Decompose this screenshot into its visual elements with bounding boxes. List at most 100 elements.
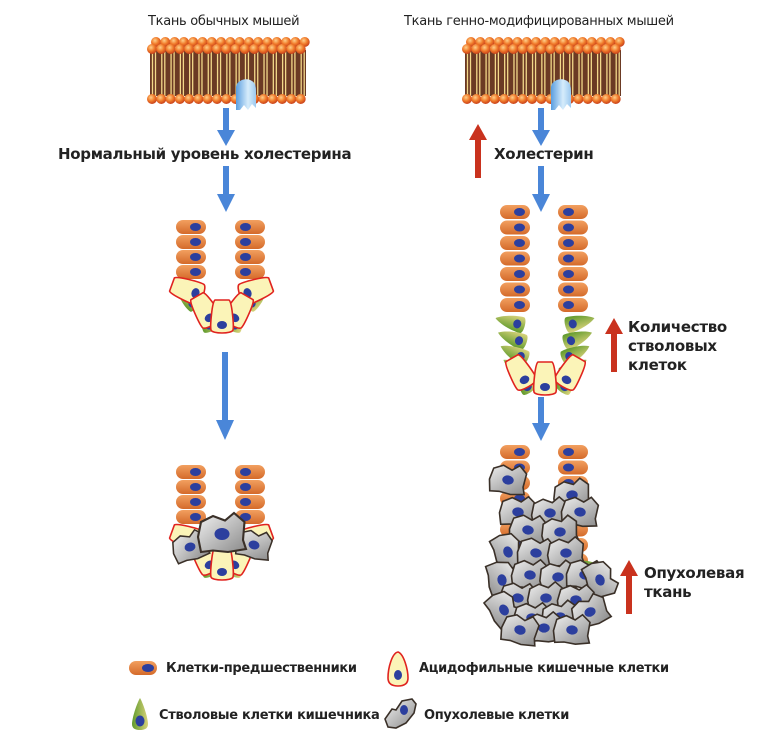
lipid-head — [536, 44, 547, 54]
lipid-head — [267, 44, 278, 54]
nucleus — [584, 607, 596, 617]
progenitor-cell — [235, 220, 265, 234]
progenitor-cell — [235, 265, 265, 279]
lipid-head — [471, 44, 482, 54]
tumor-cell — [196, 511, 248, 554]
arrow-down-left-3 — [216, 352, 234, 440]
nucleus — [514, 285, 525, 294]
lipid-head — [499, 44, 510, 54]
nucleus — [544, 508, 556, 518]
nucleus — [514, 625, 526, 635]
tumor-cell — [500, 614, 540, 647]
stem-cells-label: Количество стволовых клеток — [628, 318, 727, 375]
arrow-down-right-3 — [532, 397, 550, 441]
nucleus — [240, 253, 251, 261]
progenitor-cell — [500, 298, 530, 312]
progenitor-cell — [176, 465, 206, 479]
lipid-head — [258, 44, 269, 54]
lipid-head — [156, 94, 167, 104]
progenitor-cell — [500, 445, 530, 459]
lipid-head — [193, 44, 204, 54]
arrow-down-left-1 — [217, 108, 235, 146]
nucleus — [538, 623, 550, 633]
progenitor-cell — [558, 267, 588, 281]
lipid-head — [258, 94, 269, 104]
lipid-head — [156, 44, 167, 54]
nucleus — [240, 268, 251, 276]
crypt-tumor-right — [482, 445, 620, 647]
lipid-head — [174, 44, 185, 54]
membrane-channel-icon — [236, 79, 256, 110]
tumor-cell-icon — [384, 698, 417, 729]
progenitor-cell — [500, 220, 530, 235]
lipid-head — [295, 94, 306, 104]
progenitor-cell — [558, 251, 588, 266]
nucleus — [563, 239, 574, 247]
progenitor-cell — [500, 267, 530, 281]
progenitor-cell-icon — [129, 661, 157, 675]
progenitor-cell — [176, 495, 206, 509]
nucleus — [217, 568, 227, 576]
acidophilic-cell-icon — [387, 651, 409, 687]
stem-cells-label-line: стволовых — [628, 337, 717, 355]
lipid-head — [286, 94, 297, 104]
lipid-head — [536, 94, 547, 104]
tumor-cell — [234, 529, 274, 562]
normal-cholesterol-label: Нормальный уровень холестерина — [58, 145, 352, 163]
nucleus — [563, 208, 574, 216]
nucleus — [522, 525, 534, 535]
nucleus — [190, 253, 201, 261]
lipid-head — [592, 94, 603, 104]
stem-cells-increase-arrow-icon — [605, 318, 623, 372]
nucleus — [563, 285, 574, 294]
membrane-channel-icon — [551, 79, 571, 110]
lipid-head — [147, 94, 157, 104]
arrow-down-right-1 — [532, 108, 550, 146]
lipid-head — [610, 94, 621, 104]
progenitor-cell — [176, 220, 206, 234]
nucleus — [502, 475, 514, 485]
nucleus — [512, 507, 524, 517]
nucleus — [240, 498, 251, 506]
stem-cell — [564, 315, 595, 334]
nucleus — [563, 301, 574, 309]
nucleus — [563, 254, 574, 263]
lipid-head — [545, 44, 556, 54]
nucleus — [190, 498, 201, 506]
lipid-head — [480, 94, 491, 104]
nucleus — [497, 574, 507, 586]
nucleus — [561, 375, 572, 385]
nucleus — [568, 319, 577, 329]
tumor-tissue-label: Опухолевая ткань — [644, 564, 745, 602]
lipid-head — [480, 44, 491, 54]
lipid-head — [184, 94, 195, 104]
lipid-head — [147, 44, 157, 54]
nucleus — [566, 625, 578, 635]
nucleus — [560, 548, 572, 558]
progenitor-cell — [558, 236, 588, 250]
progenitor-cell — [235, 480, 265, 494]
lipid-head — [221, 94, 232, 104]
nucleus — [190, 238, 201, 246]
stem-cell-icon — [132, 698, 148, 730]
nucleus — [248, 540, 260, 550]
nucleus — [563, 223, 574, 232]
nucleus — [514, 336, 524, 346]
progenitor-cell — [500, 282, 530, 297]
acidophilic-cell — [209, 299, 235, 334]
progenitor-cell — [500, 236, 530, 250]
nucleus — [503, 546, 513, 558]
lipid-head — [462, 94, 472, 104]
nucleus — [563, 448, 574, 456]
nucleus — [240, 513, 251, 521]
lipid-head — [249, 44, 260, 54]
legend-tumor-label: Опухолевые клетки — [424, 708, 570, 723]
nucleus — [184, 542, 196, 552]
nucleus — [513, 319, 522, 329]
cell-membrane-right — [462, 37, 625, 110]
progenitor-cell — [558, 460, 588, 475]
legend-progenitor-label: Клетки-предшественники — [166, 661, 357, 676]
lipid-head — [165, 44, 176, 54]
lipid-head — [601, 44, 612, 54]
lipid-head — [527, 44, 538, 54]
